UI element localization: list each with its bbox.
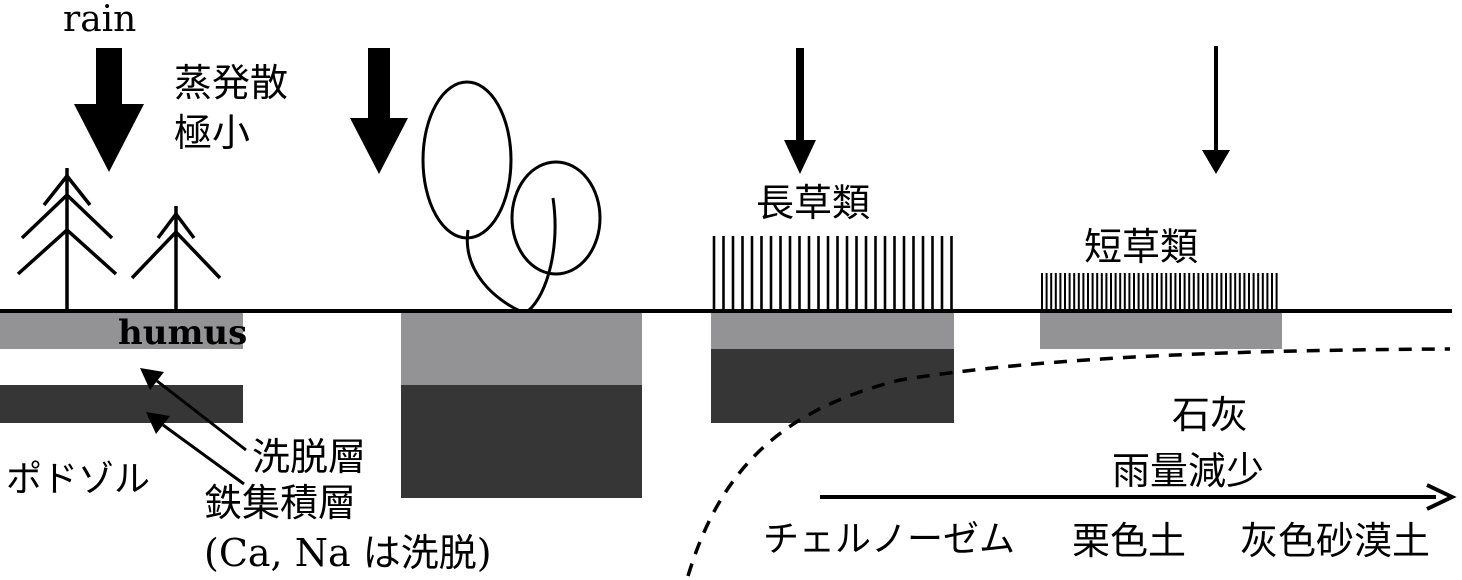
rain-arrow-heavy-2 bbox=[350, 48, 408, 174]
short-grass-blades bbox=[1041, 273, 1278, 311]
iron-accumulation-layer-label: 鉄集積層 bbox=[204, 481, 357, 525]
rain-label: rain bbox=[63, 0, 137, 40]
podzol-iron-layer bbox=[0, 385, 243, 423]
rainfall-decrease-label: 雨量減少 bbox=[1112, 449, 1265, 493]
rain-arrow-light bbox=[1202, 46, 1230, 174]
soil-type-chestnut: 栗色土 bbox=[1072, 519, 1187, 563]
ca-na-leached-label: (Ca, Na は洗脱) bbox=[204, 531, 492, 575]
soil-type-gray-desert: 灰色砂漠土 bbox=[1240, 519, 1431, 563]
podzol-humus-layer bbox=[0, 313, 243, 349]
lime-label: 石灰 bbox=[1172, 393, 1249, 437]
eluviation-arrow bbox=[140, 368, 247, 452]
iron-accumulation-arrow bbox=[146, 412, 245, 486]
broadleaf-trees bbox=[421, 80, 602, 313]
eluviation-layer-label: 洗脱層 bbox=[252, 435, 367, 479]
evaporation-label-line1: 蒸発散 bbox=[174, 61, 289, 105]
chernozem-dark-layer bbox=[711, 349, 954, 423]
rain-arrow-heavy-1 bbox=[74, 48, 144, 172]
chernozem-humus-layer bbox=[711, 313, 954, 349]
rainfall-decrease-arrow bbox=[820, 483, 1457, 511]
lime-boundary-curve bbox=[686, 347, 1451, 577]
conifer-tree-large bbox=[16, 168, 118, 311]
tall-grass-blades bbox=[712, 236, 953, 311]
forest-humus-layer bbox=[401, 313, 642, 385]
rain-arrow-medium bbox=[784, 48, 816, 174]
humus-label: humus bbox=[118, 313, 248, 353]
podzol-label: ポドゾル bbox=[6, 459, 151, 500]
soil-type-chernozem: チェルノーゼム bbox=[763, 519, 1016, 560]
conifer-tree-small bbox=[130, 206, 222, 311]
desert-humus-layer bbox=[1040, 313, 1282, 349]
tall-grass-label: 長草類 bbox=[756, 181, 871, 225]
short-grass-label: 短草類 bbox=[1084, 225, 1199, 269]
forest-dark-layer bbox=[401, 385, 642, 498]
evaporation-label-line2: 極小 bbox=[174, 111, 251, 155]
